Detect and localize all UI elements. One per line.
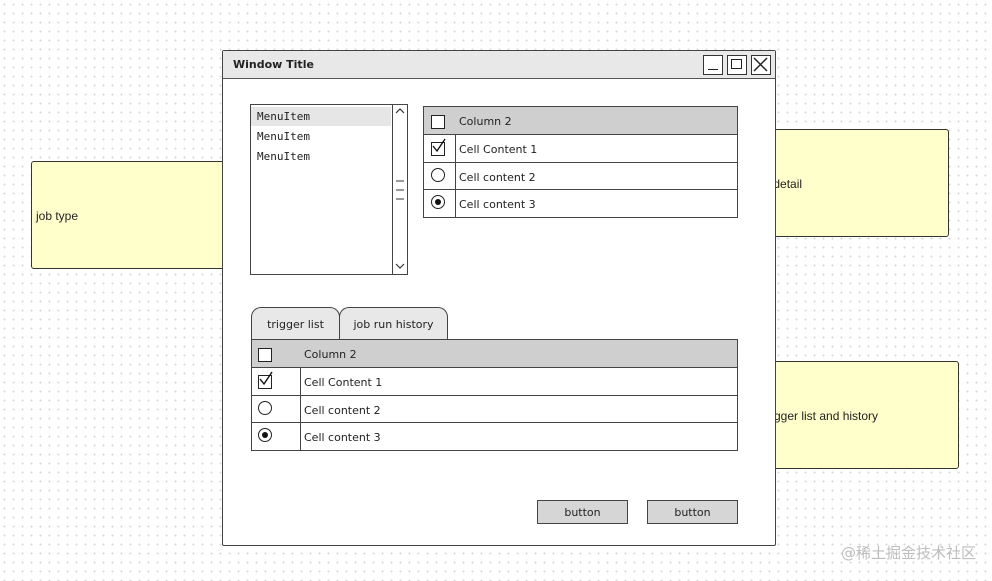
- list-item[interactable]: MenuItem: [251, 107, 391, 126]
- table-row[interactable]: Cell Content 1: [424, 135, 737, 163]
- row-checkbox-checked[interactable]: [258, 371, 273, 389]
- scroll-arrows-icon: [395, 108, 405, 269]
- button-2[interactable]: button: [647, 500, 738, 524]
- cell-text: Cell content 2: [459, 171, 536, 184]
- table-row[interactable]: Cell Content 1: [252, 368, 737, 396]
- close-button[interactable]: [751, 55, 771, 75]
- table-row[interactable]: Cell content 3: [424, 190, 737, 217]
- note-job-type-text: job type: [36, 209, 79, 223]
- select-all-checkbox[interactable]: [258, 348, 272, 362]
- minimize-button[interactable]: [703, 55, 723, 75]
- watermark: @稀土掘金技术社区: [840, 544, 976, 562]
- tab-trigger-list[interactable]: trigger list: [251, 307, 340, 341]
- button-1[interactable]: button: [537, 500, 628, 524]
- note-job-type: job type: [31, 161, 231, 269]
- note-job-detail: job detail: [749, 129, 949, 237]
- select-all-checkbox[interactable]: [431, 115, 445, 129]
- column-header: Column 2: [304, 348, 357, 361]
- table-row[interactable]: Cell content 2: [424, 163, 737, 190]
- list-item[interactable]: MenuItem: [257, 130, 310, 143]
- job-detail-table: Column 2 Cell Content 1 Cell content 2 C…: [423, 106, 738, 218]
- list-scrollbar[interactable]: [392, 105, 407, 274]
- check-icon: [259, 371, 273, 386]
- title-bar: Window Title: [223, 51, 775, 79]
- table-row[interactable]: Cell content 3: [252, 423, 737, 450]
- job-type-list[interactable]: MenuItem MenuItem MenuItem: [250, 104, 408, 275]
- table-row[interactable]: Cell content 2: [252, 396, 737, 423]
- column-header: Column 2: [459, 115, 512, 128]
- cell-text: Cell Content 1: [304, 376, 383, 389]
- check-icon: [432, 138, 446, 153]
- tab-job-run-history[interactable]: job run history: [339, 307, 448, 341]
- row-checkbox-checked[interactable]: [431, 138, 446, 156]
- note-trigger-history-text: trigger list and history: [764, 409, 879, 423]
- cell-text: Cell Content 1: [459, 143, 538, 156]
- row-radio-selected[interactable]: [431, 195, 445, 209]
- cell-text: Cell content 3: [459, 198, 536, 211]
- maximize-button[interactable]: [727, 55, 747, 75]
- table-header-row: Column 2: [424, 107, 737, 135]
- close-icon: [753, 57, 768, 72]
- row-radio[interactable]: [258, 401, 272, 415]
- list-item[interactable]: MenuItem: [257, 150, 310, 163]
- cell-text: Cell content 3: [304, 431, 381, 444]
- cell-text: Cell content 2: [304, 404, 381, 417]
- trigger-table: Column 2 Cell Content 1 Cell content 2 C…: [251, 339, 738, 451]
- table-header-row: Column 2: [252, 340, 737, 368]
- minimize-icon: [708, 69, 718, 70]
- window-title: Window Title: [233, 58, 314, 71]
- maximize-icon: [731, 59, 742, 69]
- note-trigger-history: trigger list and history: [759, 361, 959, 469]
- row-radio[interactable]: [431, 168, 445, 182]
- row-radio-selected[interactable]: [258, 428, 272, 442]
